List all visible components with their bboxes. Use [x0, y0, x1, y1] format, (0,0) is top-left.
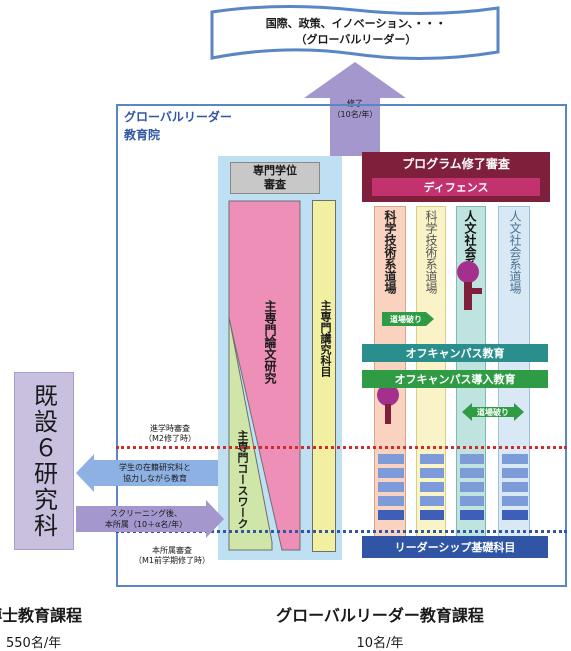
specialty-degree-review: 専門学位 審査	[230, 162, 320, 194]
doctoral-program-title: 博士教育課程	[0, 606, 83, 625]
cooperation-label: 学生の在籍研究科と 協力しながら教育	[119, 463, 191, 483]
advance-exam-label: 進学時審査 （M2修了時）	[144, 424, 196, 443]
global-leader-program-title: グローバルリーダー教育課程	[276, 606, 484, 625]
dojo-rotation-arrow-2	[462, 403, 524, 421]
dojo-label-3: 人文社会系道場	[463, 210, 477, 262]
dojo-label-2: 科学技術系道場	[424, 210, 438, 294]
doctoral-program-block: 博士教育課程 550名/年	[0, 602, 140, 651]
banner-line1: 国際、政策、イノベーション、・・・	[265, 17, 447, 30]
affiliation-exam-label: 本所属審査 （M1前学期修了時）	[134, 546, 210, 565]
dojo-rotation-label-2: 道場破り	[477, 407, 509, 417]
coursework-shape	[228, 316, 273, 551]
school-frame	[116, 104, 567, 587]
cooperation-arrow	[76, 454, 218, 492]
off-campus-intro-education: オフキャンパス導入教育	[362, 370, 548, 388]
top-banner	[210, 4, 500, 61]
defense-box: ディフェンス	[372, 178, 540, 196]
banner-line2: （グローバルリーダー）	[295, 33, 417, 46]
leadership-foundation-subjects: リーダーシップ基礎科目	[362, 536, 548, 558]
lecture-subjects-bar	[312, 200, 336, 552]
existing-graduate-schools-label: 既設６研究科	[29, 383, 58, 539]
global-leader-program-block: グローバルリーダー教育課程 10名/年	[230, 602, 530, 651]
screening-arrow	[76, 500, 224, 538]
pin-marker-1	[457, 261, 482, 310]
pin-marker-2	[377, 384, 399, 424]
completion-arrow	[304, 62, 406, 156]
program-completion-review: プログラム修了審査	[362, 152, 550, 174]
dojo-label-3-clip: 人文社会系道場	[456, 206, 486, 262]
school-title: グローバルリーダー 教育院	[124, 110, 232, 142]
advance-exam-line	[116, 446, 567, 449]
thesis-research-shape	[228, 200, 301, 551]
global-leader-program-count: 10名/年	[356, 636, 404, 651]
dojo-label-4: 人文社会系道場	[508, 210, 522, 294]
course-grid	[378, 454, 528, 520]
completion-label: 修了 （10名/年）	[332, 99, 378, 119]
affiliation-exam-line	[116, 530, 567, 533]
thesis-research-label: 主専門論文研究	[263, 300, 277, 384]
dojo-label-1: 科学技術系道場	[383, 210, 397, 294]
dojo-rotation-arrow-1	[382, 312, 434, 326]
coursework-label: 主専門コースワーク	[236, 430, 249, 529]
screening-label: スクリーニング後、 本所属（10＋α名/年）	[104, 509, 188, 529]
dojo-rotation-label-1: 道場破り	[390, 314, 422, 324]
top-banner-text: 国際、政策、イノベーション、・・・ （グローバルリーダー）	[218, 12, 494, 52]
doctoral-program-count: 550名/年	[6, 636, 62, 651]
lecture-subjects-label: 主専門講究科目	[319, 300, 332, 377]
existing-graduate-schools: 既設６研究科	[14, 372, 74, 550]
off-campus-education: オフキャンパス教育	[362, 344, 548, 362]
